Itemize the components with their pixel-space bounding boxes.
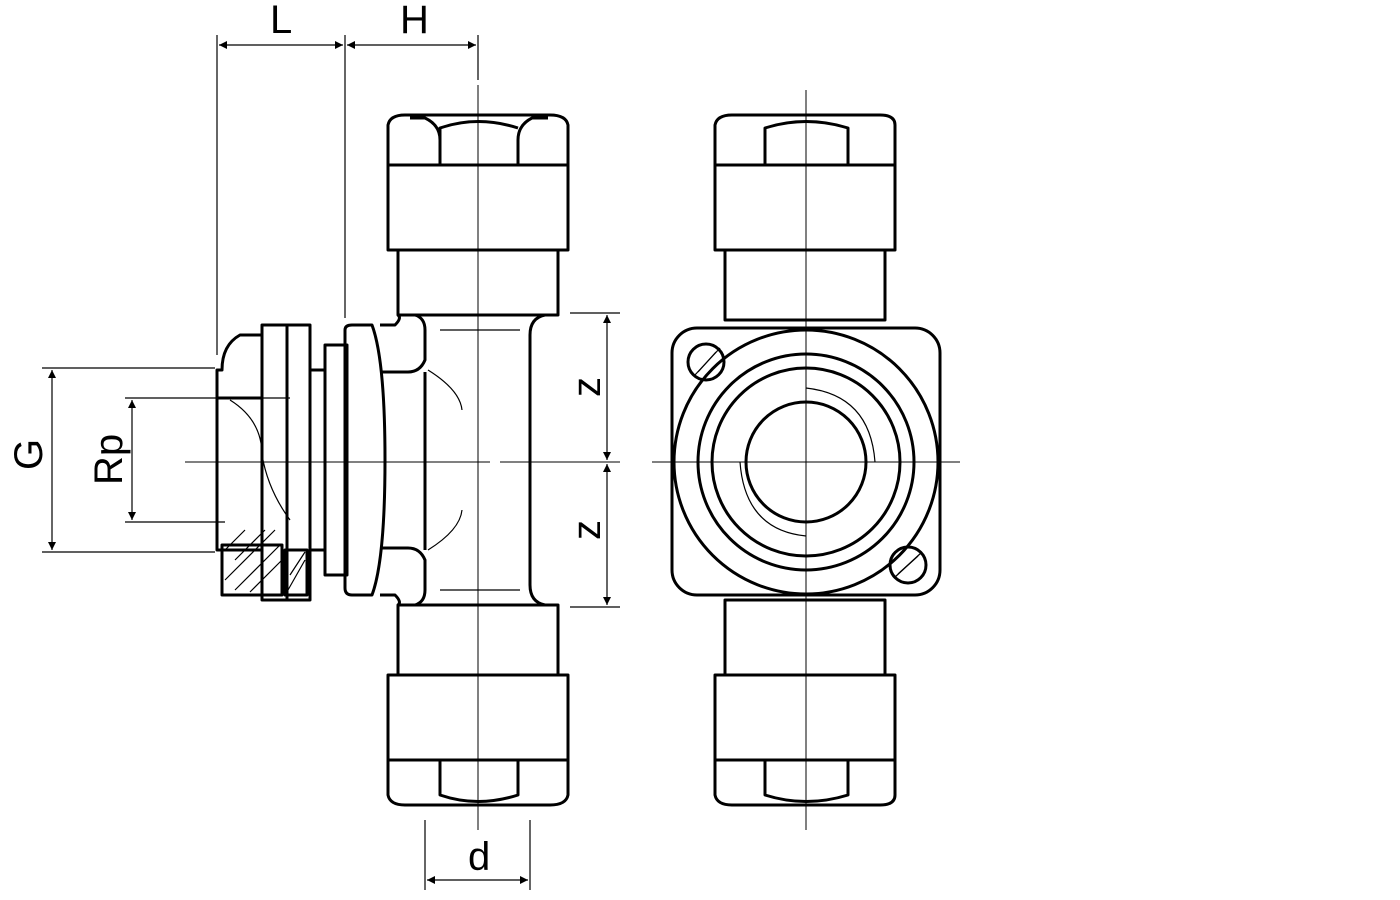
label-G: G bbox=[7, 439, 51, 470]
label-z-bottom: z bbox=[565, 520, 609, 540]
label-d: d bbox=[468, 835, 490, 879]
front-view bbox=[652, 90, 960, 830]
label-z-top: z bbox=[565, 377, 609, 397]
side-view bbox=[185, 85, 620, 830]
dimension-lines bbox=[42, 35, 620, 890]
label-H: H bbox=[400, 0, 429, 42]
label-L: L bbox=[270, 0, 292, 42]
label-Rp: Rp bbox=[87, 434, 131, 485]
